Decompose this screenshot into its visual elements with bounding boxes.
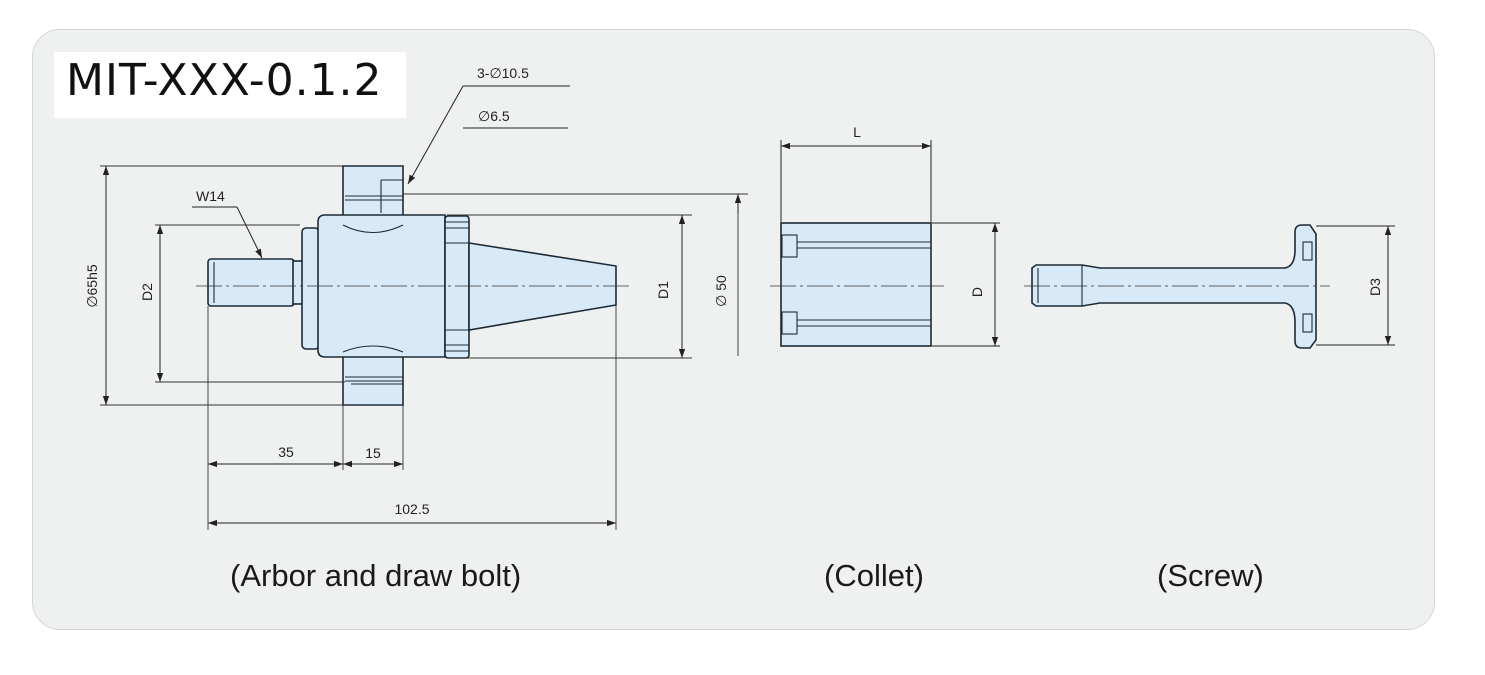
dim-len-15-label: 15 <box>365 445 381 461</box>
dim-thread-label: W14 <box>196 188 225 204</box>
dim-collet-diameter-label: D <box>969 287 985 297</box>
collet-dimension-lines <box>780 140 1000 347</box>
dim-collet-length-label: L <box>853 124 861 140</box>
draw-bolt-thread <box>207 258 295 307</box>
caption-screw: (Screw) <box>1157 558 1264 593</box>
arbor-extension-lines <box>100 165 748 530</box>
screw-detail-lines <box>1037 241 1313 333</box>
caption-collet: (Collet) <box>824 558 924 593</box>
arbor-detail-lines <box>213 179 469 385</box>
dim-len-35-label: 35 <box>278 444 294 460</box>
dim-d1-label: D1 <box>655 281 671 299</box>
screw-dimension-lines <box>1316 225 1395 346</box>
arbor-bottom-fin <box>342 351 404 406</box>
dim-screw-diameter-label: D3 <box>1367 278 1383 296</box>
collet-detail-lines <box>781 234 931 335</box>
screw-body <box>1031 224 1317 349</box>
dim-len-total-label: 102.5 <box>394 501 429 517</box>
arbor-part <box>207 165 617 406</box>
page-title: MIT-XXX-0.1.2 <box>66 55 383 106</box>
arbor-dimension-lines <box>102 85 742 527</box>
arbor-rear-flange <box>301 227 320 350</box>
title-box <box>54 52 406 118</box>
screw-part <box>1031 224 1317 349</box>
dim-body-dia-label: ∅ 50 <box>713 275 729 307</box>
dim-bore-label: ∅6.5 <box>478 108 510 124</box>
drawing-panel <box>32 29 1435 630</box>
arbor-taper <box>468 242 617 331</box>
dim-holes-label: 3-∅10.5 <box>477 65 529 81</box>
caption-arbor: (Arbor and draw bolt) <box>230 558 522 593</box>
dim-d2-label: D2 <box>139 283 155 301</box>
dim-flange-dia-label: ∅65h5 <box>84 264 100 308</box>
arbor-front-step <box>444 215 470 359</box>
